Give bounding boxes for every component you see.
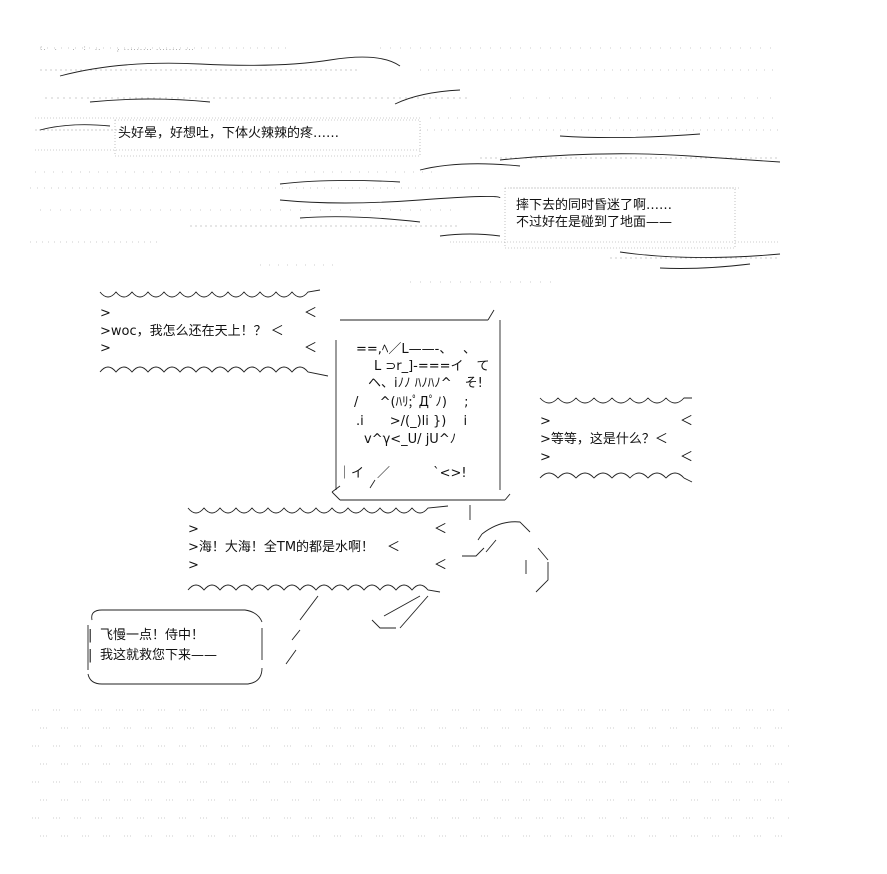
bubble-left-top-edge: > — [100, 306, 111, 321]
bubble-middle-edge-right: ＜ — [434, 522, 448, 537]
sea-dots — [32, 709, 790, 837]
face-row-3: ヘ、iﾉﾉ ﾊﾉﾊﾉ^ そ! — [368, 376, 483, 391]
caption-frames — [114, 119, 736, 249]
bubble-bottom-frame — [87, 609, 263, 685]
face-row-4: / ^(ﾊﾘ;ﾟДﾟﾉ) ; — [354, 395, 469, 410]
bubble-right-edge-right: ＜ — [680, 450, 694, 465]
cloud-lines — [39, 56, 781, 269]
caption-right-line2: 不过好在是碰到了地面—— — [516, 215, 673, 230]
bubble-left-top-text: >woc，我怎么还在天上！？ ＜ — [100, 324, 284, 339]
face-row-1: ==,ﾍ／L——-、 、 — [356, 342, 476, 357]
tail-lines — [285, 505, 549, 665]
face-row-5: .i >/(_)li }) i — [356, 414, 468, 429]
bubble-left-top-frame — [99, 289, 329, 377]
bubble-right-edge: > — [540, 414, 551, 429]
bubble-left-top-edge: > — [100, 341, 111, 356]
face-row-2: L ⊃r_]-===イ て — [374, 359, 490, 374]
bubble-bottom-bar: | — [88, 648, 93, 663]
caption-right-line1: 摔下去的同时昏迷了啊…… — [516, 198, 673, 213]
bubble-right-text: >等等，这是什么？＜ — [540, 432, 668, 447]
bubble-middle-text: >海！大海！全TM的都是水啊！ ＜ — [188, 540, 401, 555]
bubble-bottom-line1: 飞慢一点！侍中！ — [100, 628, 205, 643]
bubble-middle-edge: > — [188, 522, 199, 537]
bubble-bottom-bar: | — [88, 628, 93, 643]
bubble-right-edge: > — [540, 450, 551, 465]
sky-dust — [30, 47, 780, 283]
sky-texture: :. . . : .. .̣̣̣ ......... ........ ... — [40, 44, 195, 52]
bubble-right-edge-right: ＜ — [680, 414, 694, 429]
face-row-7: ｜イ ／ `<>! — [338, 466, 467, 481]
bubble-left-top-edge-right: ＜ — [304, 306, 318, 321]
bubble-left-top-edge-right: ＜ — [304, 341, 318, 356]
bubble-middle-frame — [187, 505, 449, 593]
face-row-6: v^γ<_U/ jU^ﾉ — [364, 432, 457, 447]
portrait-frame — [331, 309, 511, 501]
bubble-middle-edge-right: ＜ — [434, 558, 448, 573]
bubble-bottom-line2: 我这就救您下来—— — [100, 648, 218, 663]
bubble-middle-edge: > — [188, 558, 199, 573]
caption-top-text: 头好晕，好想吐，下体火辣辣的疼…… — [118, 126, 340, 141]
bubble-right-frame — [539, 397, 693, 483]
